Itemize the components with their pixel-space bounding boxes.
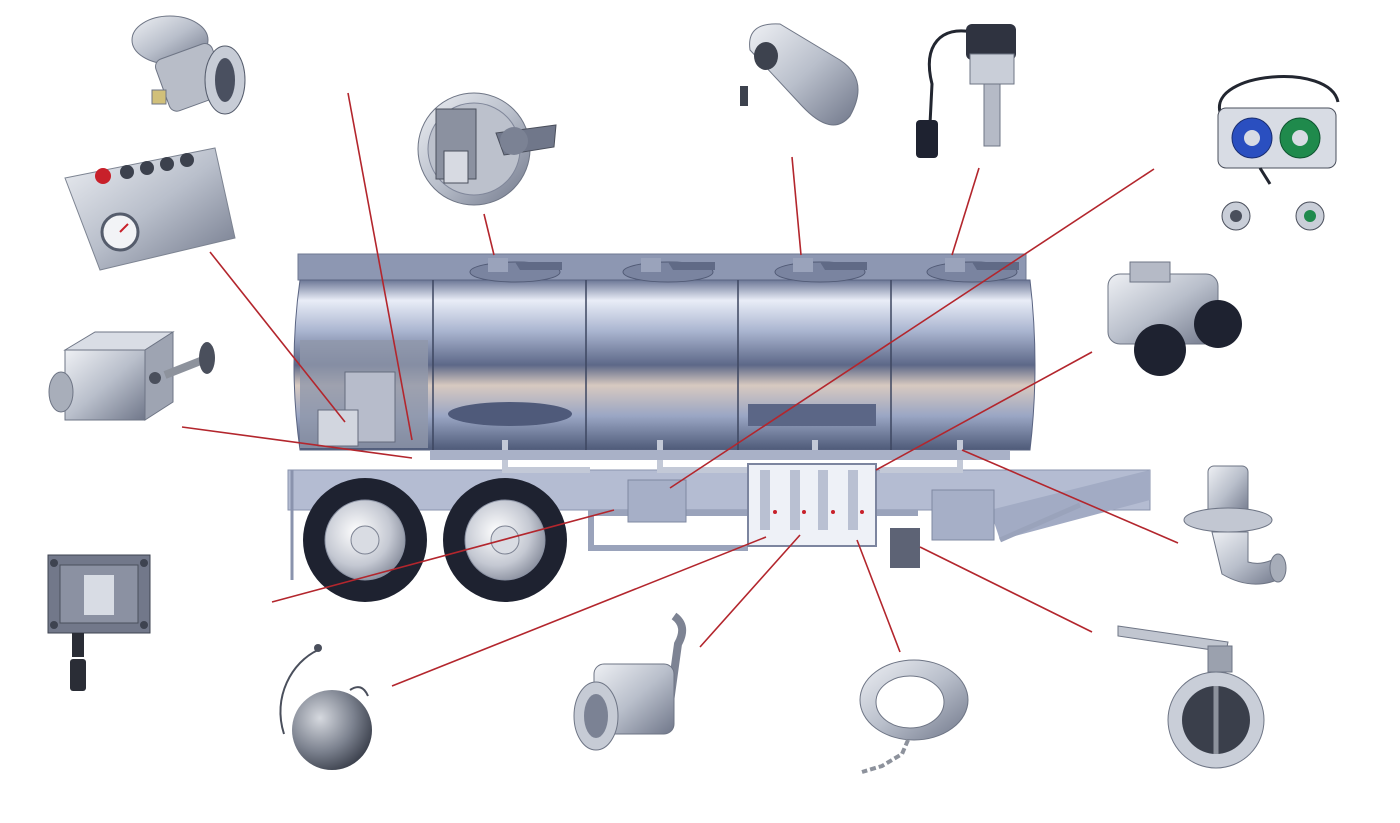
vapor-valve-icon — [740, 24, 858, 125]
leader-vapor-valve — [792, 157, 801, 255]
coupling-fitting — [890, 528, 920, 568]
emergency-valve-icon — [1108, 262, 1242, 376]
junction-box-icon — [48, 555, 150, 691]
lever-valve-icon — [574, 616, 682, 750]
api-coupler-icon — [132, 16, 245, 114]
overfill-socket-icon — [1218, 77, 1338, 230]
bottom-valve-icon — [1184, 466, 1286, 584]
wheel-front — [303, 478, 427, 602]
dust-cap-icon — [860, 660, 968, 772]
probe-sensor-icon — [916, 24, 1016, 158]
leader-probe-sensor — [952, 168, 979, 255]
butterfly-valve-icon — [1118, 626, 1264, 768]
leader-manhole-cover — [484, 214, 494, 255]
control-panel-icon — [65, 148, 235, 270]
manhole-cover-icon — [418, 93, 556, 205]
sensor-ball-icon — [280, 644, 372, 770]
air-valve-icon — [49, 332, 215, 420]
tank-barrel — [294, 254, 1035, 470]
trailer — [288, 254, 1150, 602]
leader-lever-valve — [700, 535, 800, 647]
leader-butterfly-valve — [920, 547, 1092, 632]
valve-cabinet — [748, 464, 876, 546]
